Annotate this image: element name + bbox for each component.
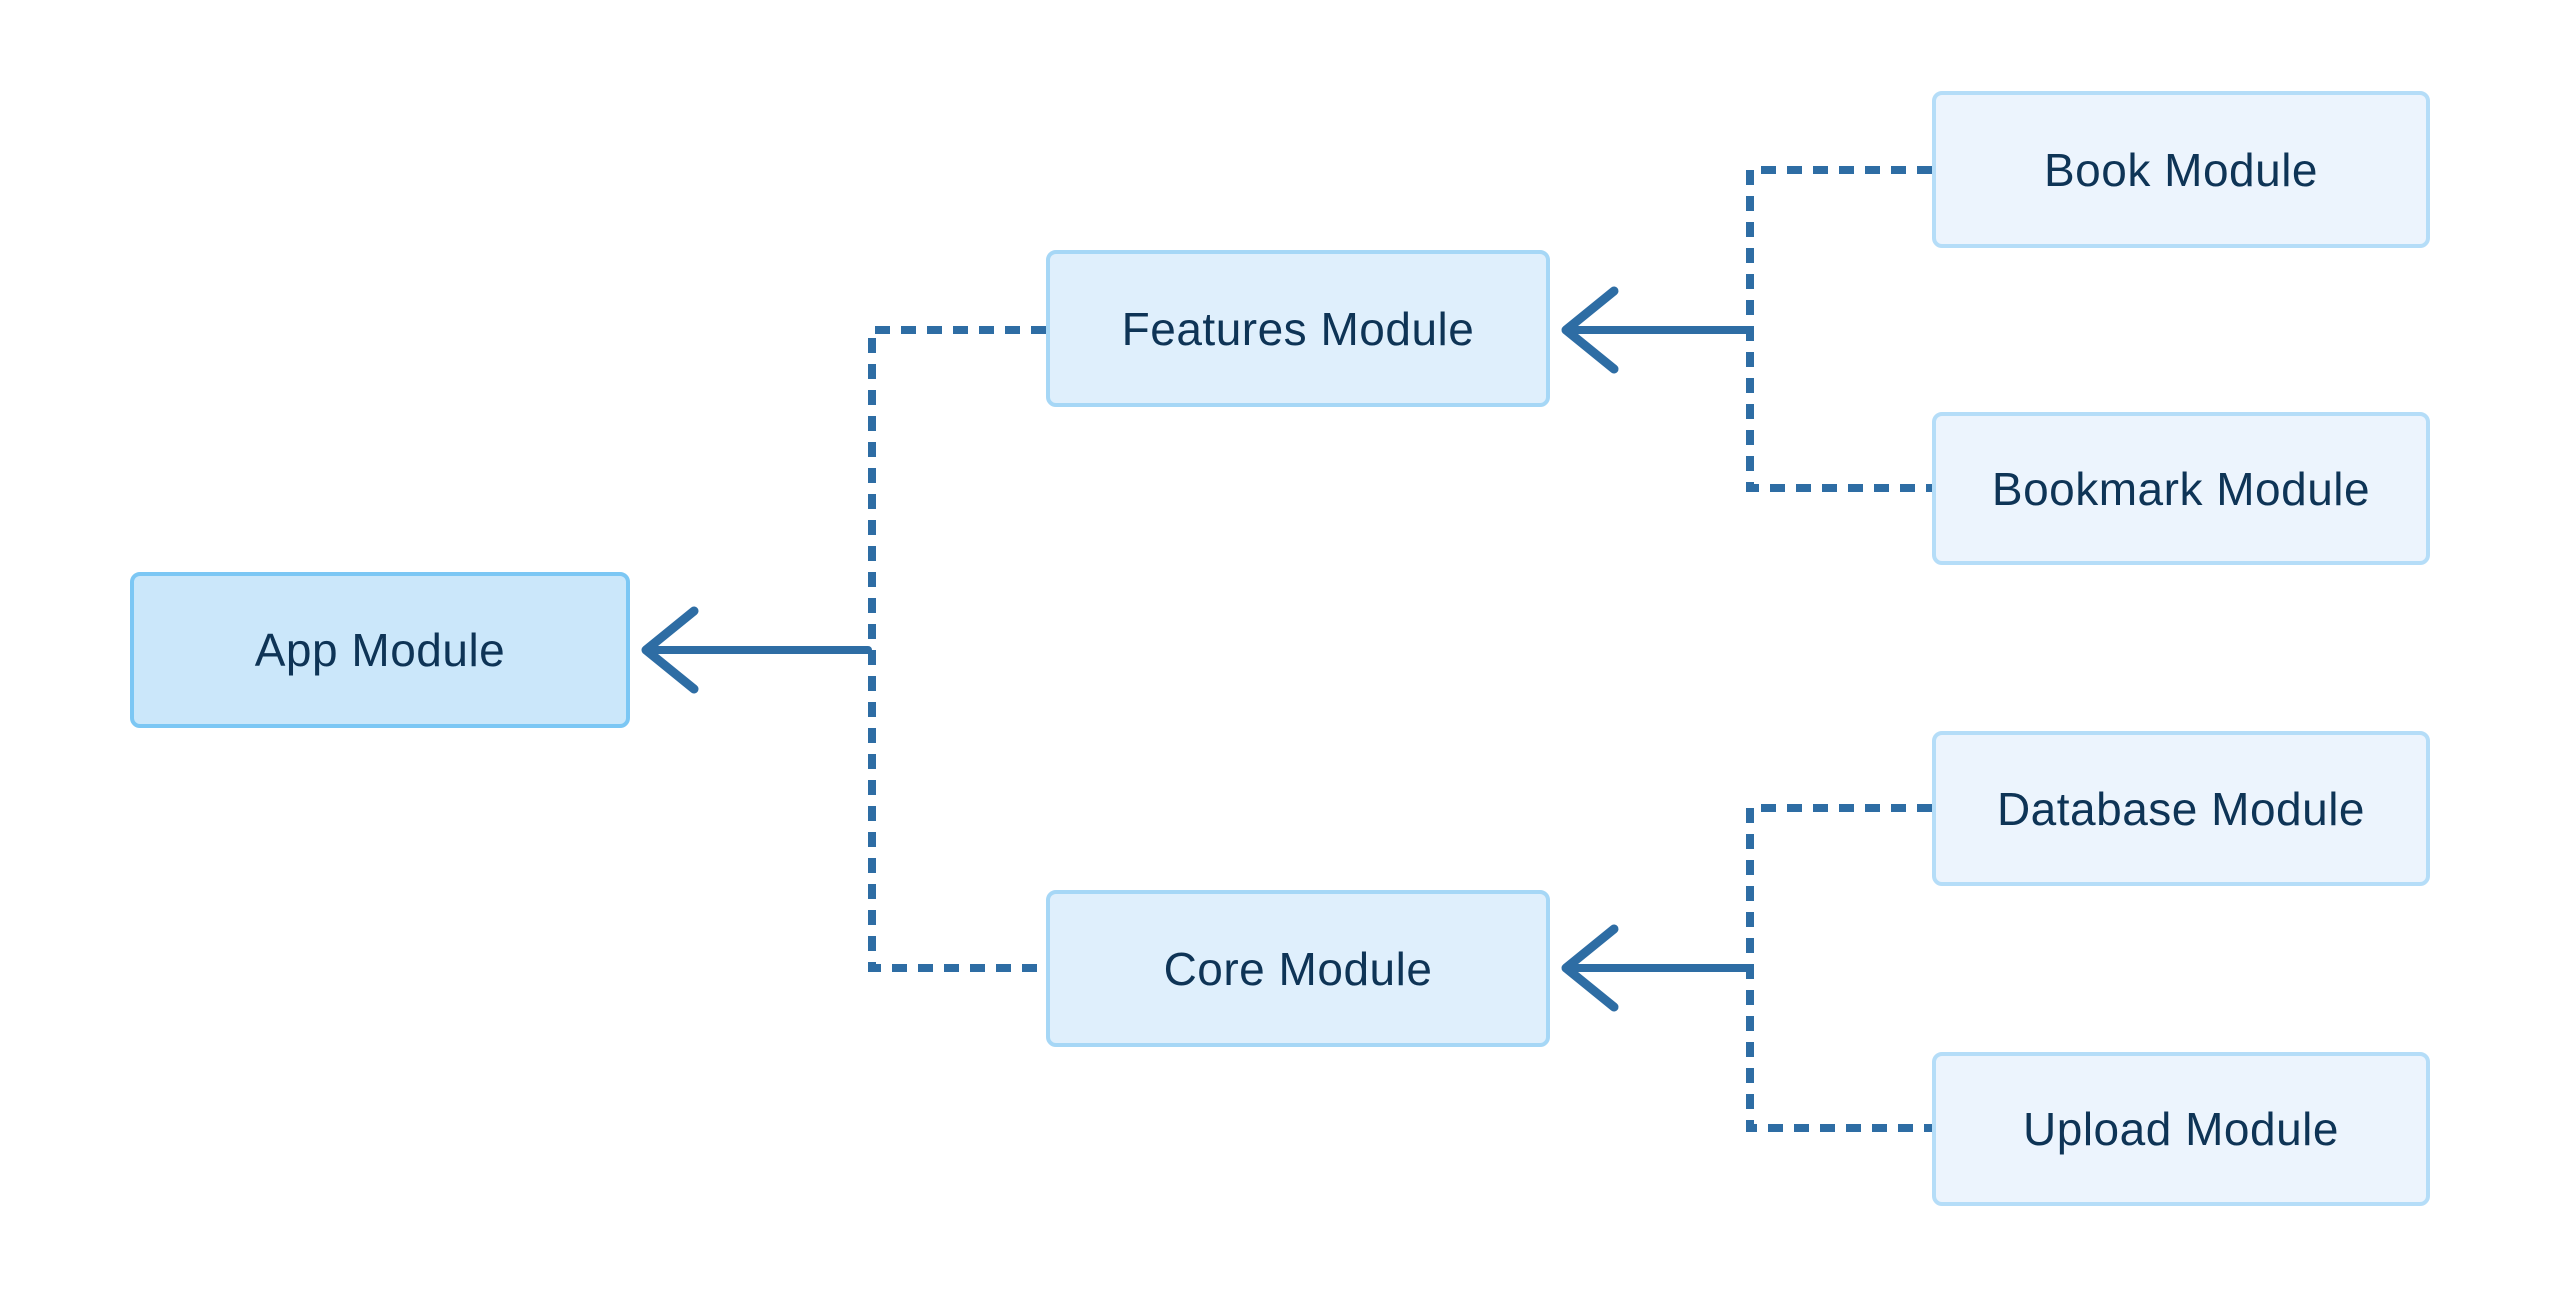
edge-junction-to-core-arrowhead — [1561, 924, 1619, 1012]
node-book-module: Book Module — [1932, 91, 2430, 248]
node-core-module: Core Module — [1046, 890, 1550, 1047]
edge-junction-to-features-arrowhead — [1561, 286, 1619, 374]
node-features-module: Features Module — [1046, 250, 1550, 407]
node-database-module: Database Module — [1932, 731, 2430, 886]
node-bookmark-module: Bookmark Module — [1932, 412, 2430, 565]
edge-junction-to-app-arrowhead — [641, 606, 699, 694]
edge-book-to-junction-dashed — [1746, 166, 1932, 492]
edge-features-to-junction-dashed — [868, 326, 1046, 972]
edge-database-to-junction-dashed — [1746, 804, 1932, 1132]
node-app-module: App Module — [130, 572, 630, 728]
node-upload-module: Upload Module — [1932, 1052, 2430, 1206]
